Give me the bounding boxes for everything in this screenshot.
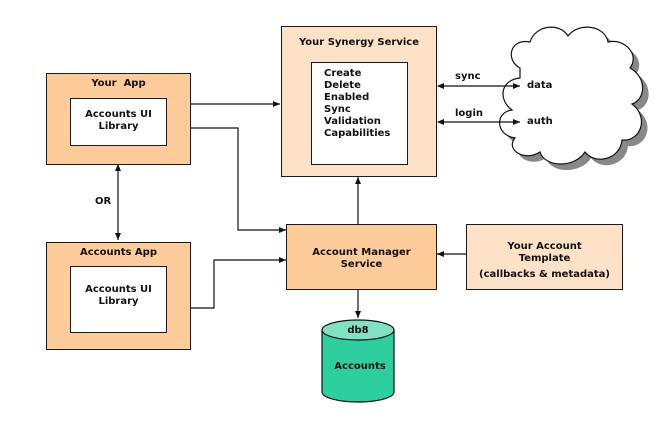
db-top-label: db8 — [347, 325, 369, 336]
capabilities-box: Create Delete Enabled Sync Validation Ca… — [311, 62, 408, 165]
accounts-app-library-box: Accounts UI Library — [70, 266, 167, 333]
account-manager-line1: Account Manager — [312, 247, 411, 258]
arrow-library-to-manager — [166, 127, 286, 233]
capability-item: Create — [324, 68, 362, 79]
your-app-title: Your App — [91, 78, 146, 89]
auth-label: auth — [527, 116, 553, 127]
capability-item: Capabilities — [324, 128, 391, 139]
cloud — [499, 26, 644, 165]
sync-label: sync — [455, 71, 481, 82]
account-manager-line2: Service — [340, 259, 383, 270]
login-label: login — [455, 108, 484, 119]
synergy-service-title: Your Synergy Service — [298, 37, 419, 48]
template-line3: (callbacks & metadata) — [479, 269, 610, 280]
your-app-library-line1: Accounts UI — [85, 109, 152, 120]
your-app-library-line2: Library — [98, 121, 139, 132]
account-manager-box: Account Manager Service — [286, 224, 437, 290]
template-line1: Your Account — [507, 241, 582, 252]
capability-item: Sync — [324, 104, 351, 115]
db-body-label: Accounts — [334, 361, 386, 372]
your-app-library-box: Accounts UI Library — [70, 98, 167, 146]
capability-item: Delete — [324, 80, 361, 91]
accounts-app-title: Accounts App — [80, 247, 157, 258]
accounts-app-library-line2: Library — [98, 296, 139, 307]
template-line2: Template — [518, 253, 571, 264]
capability-item: Validation — [324, 116, 381, 127]
accounts-app-box: Accounts App Accounts UI Library — [46, 242, 191, 350]
synergy-service-box: Your Synergy Service Create Delete Enabl… — [281, 26, 437, 177]
data-label: data — [527, 80, 553, 91]
capability-item: Enabled — [324, 92, 370, 103]
account-template-box: Your Account Template (callbacks & metad… — [466, 224, 623, 290]
db-cylinder — [321, 319, 395, 403]
or-label: OR — [95, 196, 112, 207]
your-app-box: Your App Accounts UI Library — [46, 73, 191, 165]
accounts-app-library-line1: Accounts UI — [85, 284, 152, 295]
